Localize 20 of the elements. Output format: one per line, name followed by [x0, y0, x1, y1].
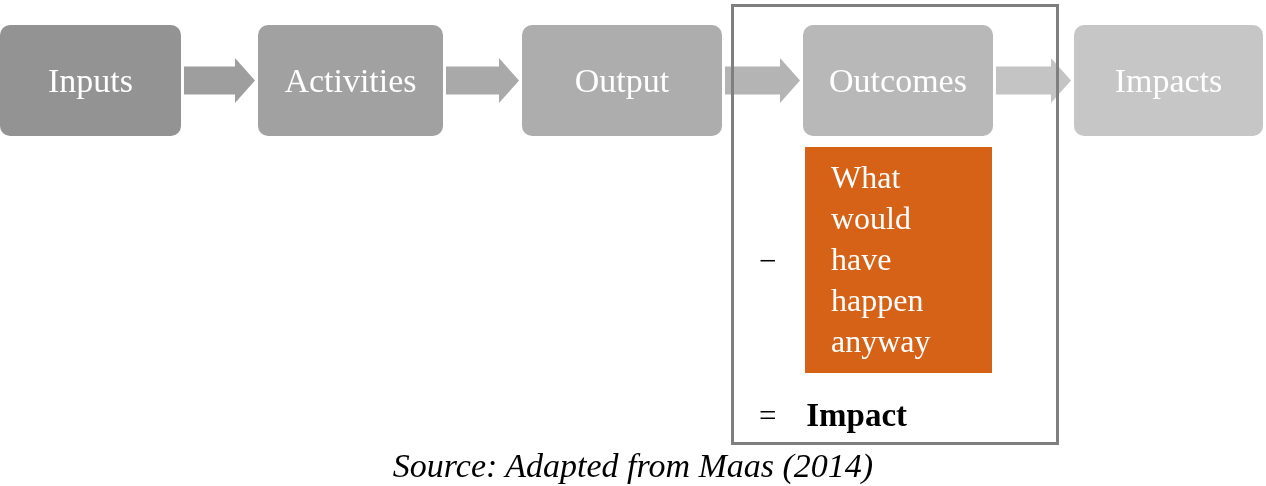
block-arrow [725, 58, 800, 103]
process-box [258, 25, 443, 136]
process-box [522, 25, 722, 136]
minus-sign: − [759, 243, 777, 279]
process-box [0, 25, 181, 136]
stage-label: Outcomes [829, 60, 967, 101]
block-arrow [996, 58, 1071, 103]
stage-label: Output [574, 60, 670, 101]
stage-label: Activities [284, 60, 417, 101]
equation-text: = Impact [759, 397, 908, 434]
note-text: What would have happen anyway [831, 158, 932, 361]
block-arrow [184, 58, 255, 103]
highlight-frame [731, 4, 1059, 445]
process-box [803, 25, 993, 136]
source-caption: Source: Adapted from Maas (2014) [392, 447, 874, 484]
stage-label: Impacts [1114, 60, 1223, 101]
highlight-box [805, 147, 992, 373]
process-box [1074, 25, 1263, 136]
block-arrow [446, 58, 519, 103]
stage-label: Inputs [48, 60, 133, 101]
